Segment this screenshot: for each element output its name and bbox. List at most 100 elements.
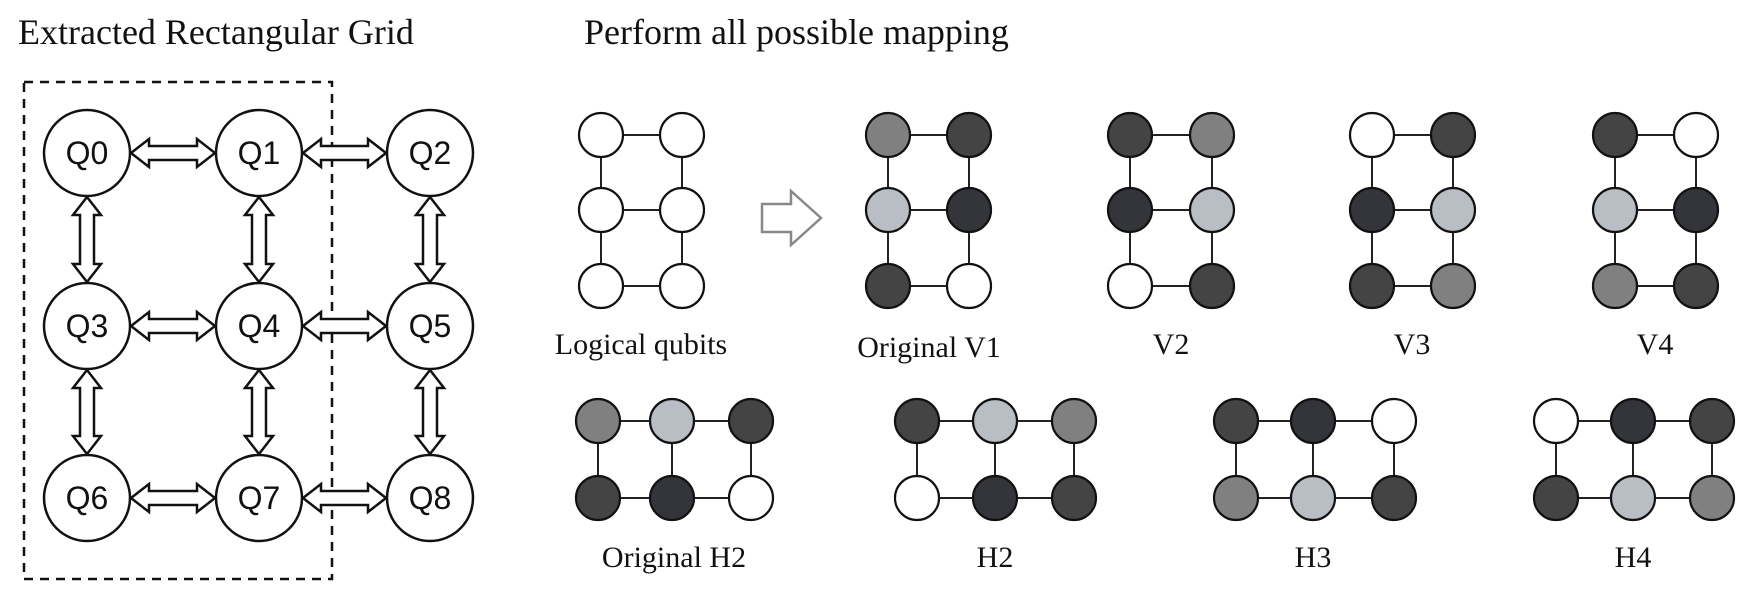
mapping-caption: Original V1 [857, 331, 1001, 364]
vertical-mapping: Original V1 [857, 111, 1001, 364]
qubit-node [1429, 111, 1477, 159]
qubit-node [1591, 186, 1639, 234]
qubit-node [1591, 111, 1639, 159]
qubit-label: Q3 [66, 308, 109, 344]
qubit-node [1050, 474, 1098, 522]
qubit-node [1370, 397, 1418, 445]
qubit-node [727, 474, 775, 522]
qubit-label: Q2 [409, 135, 452, 171]
qubit-label: Q0 [66, 135, 109, 171]
qubit-node [1348, 111, 1396, 159]
mapping-caption: V4 [1637, 328, 1674, 361]
qubit-node [1289, 474, 1337, 522]
horizontal-mapping: H3 [1212, 397, 1418, 574]
qubit-node [1188, 111, 1236, 159]
qubit-node [864, 186, 912, 234]
qubit-label: Q8 [409, 480, 452, 516]
mapping-caption: H4 [1615, 541, 1652, 574]
physical-qubit-node [214, 453, 304, 543]
qubit-node [945, 262, 993, 310]
qubit-label: Q6 [66, 480, 109, 516]
qubit-node [577, 262, 625, 310]
qubit-node [574, 397, 622, 445]
qubit-node [1106, 186, 1154, 234]
mapping-caption: H3 [1295, 541, 1332, 574]
qubit-node [648, 474, 696, 522]
qubit-node [1289, 397, 1337, 445]
physical-qubit-node [42, 108, 132, 198]
mapping-caption: V3 [1394, 328, 1431, 361]
qubit-node [1429, 262, 1477, 310]
qubit-label: Q1 [238, 135, 281, 171]
qubit-node [658, 111, 706, 159]
qubit-node [1688, 397, 1736, 445]
qubit-node [1429, 186, 1477, 234]
mapping-caption: Logical qubits [555, 328, 727, 361]
coupling-arrow-icon [300, 481, 389, 515]
physical-qubit-node [42, 453, 132, 543]
qubit-node [1672, 186, 1720, 234]
vertical-mapping: V3 [1348, 111, 1477, 361]
vertical-mapping: Logical qubits [555, 111, 727, 361]
qubit-label: Q5 [409, 308, 452, 344]
qubit-node [577, 186, 625, 234]
physical-qubit-node [214, 281, 304, 371]
coupling-arrow-icon [128, 309, 218, 343]
coupling-arrow-icon [242, 367, 276, 457]
extracted-grid-boundary [22, 80, 334, 581]
physical-qubit-node [42, 281, 132, 371]
horizontal-mapping: H2 [893, 397, 1098, 574]
qubit-node [1050, 397, 1098, 445]
vertical-mapping: V2 [1106, 111, 1236, 361]
qubit-node [945, 111, 993, 159]
qubit-node [1688, 474, 1736, 522]
horizontal-mapping: Original H2 [574, 397, 775, 574]
qubit-node [1212, 397, 1260, 445]
qubit-node [864, 111, 912, 159]
qubit-node [864, 262, 912, 310]
physical-qubit-node [385, 108, 475, 198]
physical-qubit-node [385, 453, 475, 543]
qubit-node [577, 111, 625, 159]
qubit-node [1370, 474, 1418, 522]
mapping-caption: Original H2 [602, 541, 746, 574]
qubit-node [1672, 262, 1720, 310]
coupling-arrow-icon [70, 194, 104, 285]
coupling-arrow-icon [70, 367, 104, 457]
qubit-node [1609, 397, 1657, 445]
qubit-node [574, 474, 622, 522]
qubit-label: Q4 [238, 308, 281, 344]
qubit-node [1188, 186, 1236, 234]
horizontal-mapping: H4 [1532, 397, 1736, 574]
qubit-node [971, 474, 1019, 522]
coupling-arrow-icon [413, 367, 447, 457]
qubit-node [893, 397, 941, 445]
vertical-mapping: V4 [1591, 111, 1720, 361]
physical-qubit-node [214, 108, 304, 198]
qubit-label: Q7 [238, 480, 281, 516]
mapping-caption: V2 [1153, 328, 1190, 361]
qubit-node [1672, 111, 1720, 159]
qubit-node [1609, 474, 1657, 522]
coupling-arrow-icon [300, 136, 389, 170]
qubit-node [648, 397, 696, 445]
qubit-node [658, 186, 706, 234]
qubit-node [1106, 262, 1154, 310]
coupling-arrow-icon [128, 481, 218, 515]
qubit-node [1532, 474, 1580, 522]
mapping-variants: Logical qubits Original V1 V2 V3 V4Original … [555, 111, 1736, 574]
left-panel-title: Extracted Rectangular Grid [18, 12, 414, 52]
physical-qubit-node [385, 281, 475, 371]
qubit-node [1212, 474, 1260, 522]
coupling-arrow-icon [413, 194, 447, 285]
qubit-node [893, 474, 941, 522]
qubit-node [727, 397, 775, 445]
coupling-arrow-icon [128, 136, 218, 170]
qubit-node [1591, 262, 1639, 310]
coupling-arrow-icon [242, 194, 276, 285]
right-panel-title: Perform all possible mapping [584, 12, 1009, 52]
qubit-node [1348, 186, 1396, 234]
qubit-node [1188, 262, 1236, 310]
qubit-node [945, 186, 993, 234]
